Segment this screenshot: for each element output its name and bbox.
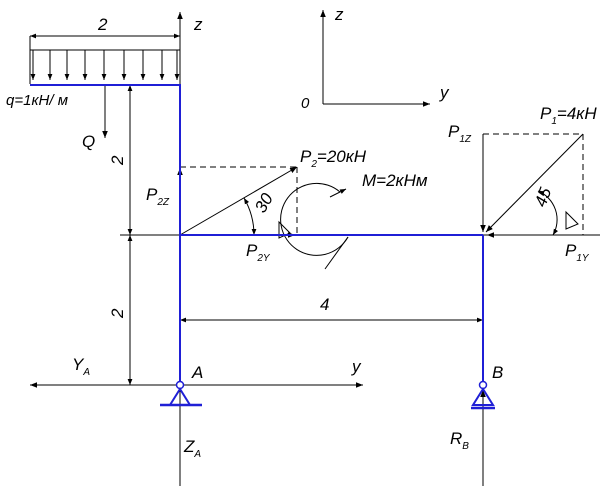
dimension-span: 4 — [180, 295, 483, 323]
support-A: A — [160, 363, 203, 407]
M-label: M=2кНм — [362, 171, 428, 190]
P1-label: P1=4кН — [540, 104, 597, 127]
force-P1: 45 P1=4кН P1Z P1Y — [448, 104, 597, 264]
P1Z-label: P1Z — [448, 122, 472, 145]
axes-origin-label: 0 — [301, 95, 310, 112]
ZA-label: ZA — [183, 437, 201, 460]
axes-y-label: y — [439, 83, 450, 102]
P2Z-label: P2Z — [146, 185, 170, 208]
resultant-Q: Q — [82, 86, 108, 151]
angle-30-label: 30 — [251, 190, 277, 216]
angle-45-label: 45 — [531, 185, 556, 210]
dimension-top-label: 2 — [97, 15, 108, 34]
support-y-label: y — [351, 357, 362, 376]
support-B: B — [471, 363, 503, 410]
P1Y-label: P1Y — [565, 241, 590, 264]
support-A-label: A — [191, 363, 203, 382]
support-axis: y YA ZA — [30, 355, 363, 460]
q-load-label: q=1кН/ м — [6, 92, 68, 109]
dimension-upper-left-label: 2 — [108, 155, 127, 166]
axes-z-label: z — [334, 5, 344, 24]
distributed-load: q=1кН/ м — [6, 49, 180, 109]
dimension-top: 2 — [29, 15, 180, 84]
RB-label: RB — [450, 429, 469, 452]
P2Y-label: P2Y — [246, 241, 271, 264]
dimension-span-label: 4 — [320, 295, 329, 314]
YA-label: YA — [72, 355, 90, 378]
P2-label: P2=20кН — [300, 147, 367, 170]
moment-M: M=2кНм — [280, 171, 428, 270]
dimension-lower-left-label: 2 — [108, 308, 127, 319]
support-B-label: B — [492, 363, 503, 382]
main-z-label: z — [193, 15, 203, 34]
reference-axes: z y 0 — [301, 5, 450, 112]
main-z-axis: z — [177, 12, 203, 486]
Q-label: Q — [82, 132, 95, 151]
frame-structure — [30, 84, 484, 385]
